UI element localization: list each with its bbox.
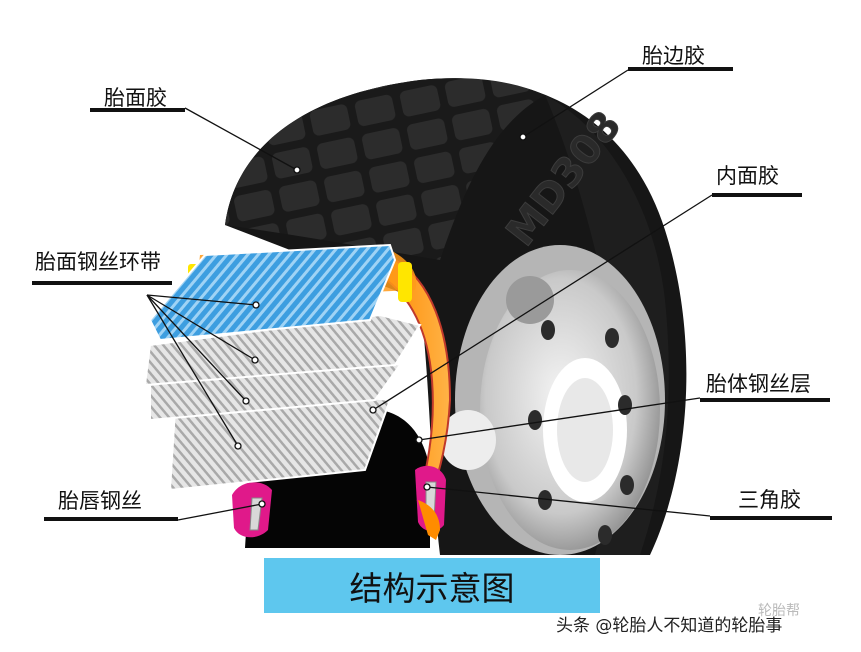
leader-dot-sidewall	[519, 133, 527, 141]
label-inner-liner: 内面胶	[716, 164, 779, 188]
label-sidewall-rubber: 胎边胶	[642, 44, 705, 68]
label-underline-steel-belt	[32, 281, 172, 285]
leader-dot-apex	[423, 483, 431, 491]
leader-belt-1	[146, 294, 257, 306]
leader-sidewall	[522, 69, 629, 138]
leader-belt-3	[146, 294, 247, 402]
label-carcass-ply: 胎体钢丝层	[706, 372, 811, 396]
label-underline-carcass	[700, 398, 830, 402]
label-underline-sidewall	[628, 67, 733, 71]
leader-dot-belt-3	[242, 397, 250, 405]
label-apex-rubber: 三角胶	[738, 488, 801, 512]
leader-inner-liner	[372, 194, 713, 411]
source-credit: 头条 @轮胎人不知道的轮胎事	[556, 616, 783, 636]
leader-belt-2	[146, 294, 256, 361]
label-bead-wire: 胎唇钢丝	[58, 489, 142, 513]
label-underline-tread	[90, 108, 185, 112]
leader-dot-tread	[293, 166, 301, 174]
leader-carcass	[418, 397, 701, 441]
label-tread-rubber: 胎面胶	[104, 86, 167, 110]
steel-belt-layers	[143, 243, 422, 492]
leader-dot-belt-1	[252, 301, 260, 309]
leader-dot-bead	[258, 500, 266, 508]
watermark: 轮胎帮	[758, 603, 800, 619]
leader-belt-4	[146, 294, 239, 447]
label-underline-apex	[710, 516, 832, 520]
label-underline-inner-liner	[712, 193, 802, 197]
diagram-caption: 结构示意图	[264, 558, 600, 613]
label-underline-bead	[44, 517, 178, 521]
leader-lines	[146, 69, 713, 521]
leader-tread	[184, 107, 298, 171]
leader-dot-belt-4	[234, 442, 242, 450]
leader-apex	[426, 486, 711, 517]
leader-dot-inner-liner	[369, 406, 377, 414]
leader-dot-belt-2	[251, 356, 259, 364]
wheel-rim	[440, 245, 665, 555]
leader-bead	[177, 503, 263, 521]
leader-dot-carcass	[415, 436, 423, 444]
label-steel-belt: 胎面钢丝环带	[35, 250, 161, 274]
